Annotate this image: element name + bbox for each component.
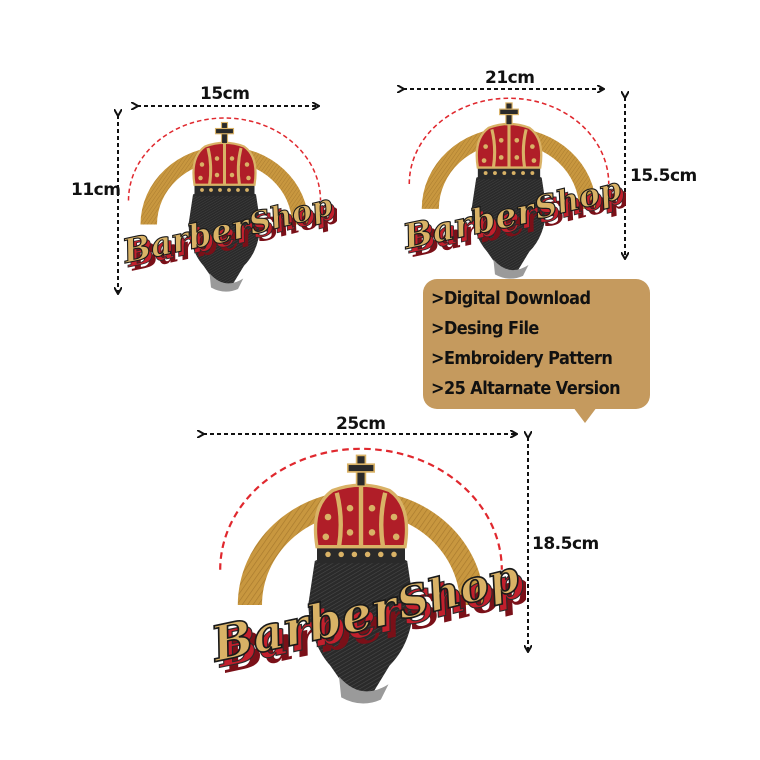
medium-height-label: 15.5cm [630,166,697,186]
barber-shop-logo: Barber Barber Barber Shop Shop Shop [398,97,632,279]
info-line-design-file: >Desing File [431,319,539,339]
emblem-medium: Barber Barber Barber Shop Shop Shop [392,92,632,279]
emblem-large: Barber Barber Barber Shop Shop Shop [196,440,535,704]
info-line-alternate-versions: >25 Altarnate Version [431,379,621,399]
emblem-small: Barber Barber Barber Shop Shop Shop [112,112,343,292]
info-line-embroidery-pattern: >Embroidery Pattern [431,349,613,369]
medium-width-label: 21cm [485,68,535,88]
large-width-label: 25cm [336,414,386,434]
barber-shop-logo: Barber Barber Barber Shop Shop Shop [204,447,535,704]
info-line-digital-download: >Digital Download [431,289,591,309]
small-height-label: 11cm [71,180,121,200]
barber-shop-logo: Barber Barber Barber Shop Shop Shop [118,117,343,292]
info-bubble: >Digital Download >Desing File >Embroide… [423,279,650,423]
large-height-label: 18.5cm [532,534,599,554]
svg-text:Shop: Shop [396,556,526,636]
small-width-label: 15cm [200,84,250,104]
